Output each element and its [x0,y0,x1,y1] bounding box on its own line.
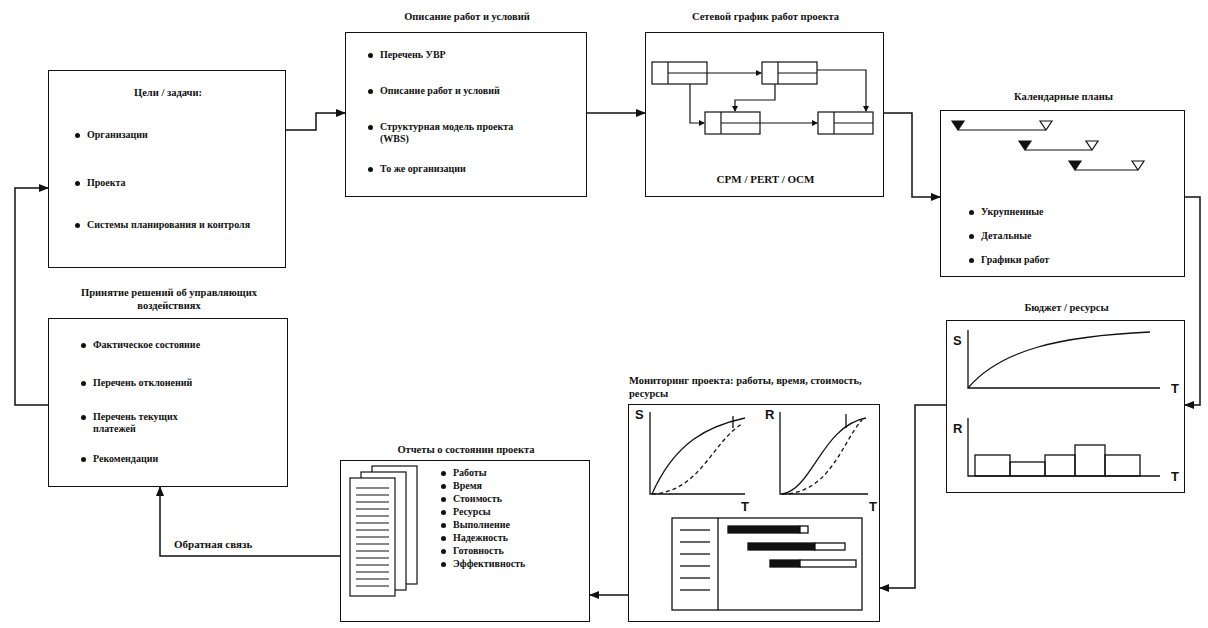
box-heading: Цели / задачи: [49,87,287,100]
edge-label: Обратная связь [172,538,254,551]
bullet-item: Время [439,480,584,492]
bullet-item: Ресурсы [439,506,584,518]
bullet-item: Рекомендации [79,453,269,465]
bullet-item: Детальные [967,230,1167,242]
bullet-item: Работы [439,467,584,479]
process-box: Сетевой график работ проектаCPM / PERT /… [645,32,884,197]
milestone-plan [952,121,1144,170]
bullet-item: Описание работ и условий [366,85,576,97]
bullet-item: Перечень УВР [366,49,576,61]
axis-label: R [953,421,962,437]
process-box: Описание работ и условийПеречень УВРОпис… [345,32,587,197]
bullet-item: Перечень текущих платежей [79,411,209,435]
flow-arrow [880,405,946,588]
bullet-item: Укрупненные [967,206,1167,218]
bullet-item: Готовность [439,545,584,557]
bullet-item: Эффективность [439,558,584,570]
process-box: Бюджет / ресурсыSTRT [946,320,1185,493]
process-box: Принятие решений об управляющих воздейст… [48,318,288,487]
monitoring-charts [650,412,868,610]
box-heading: Мониторинг проекта: работы, время, стоим… [629,375,881,400]
process-box: Цели / задачи: ОрганизацииПроектаСистемы … [48,70,286,268]
process-box: Отчеты о состоянии проектаРаботыВремяСто… [340,460,590,622]
flow-arrow [884,113,940,197]
axis-label: R [765,407,774,423]
document-stack [350,466,417,596]
bullet-item: Перечень отклонений [79,377,269,389]
flow-arrow [1185,197,1200,405]
process-box: Мониторинг проекта: работы, время, стоим… [628,404,880,622]
axis-label: S [953,333,962,349]
bullet-item: Организации [73,129,263,141]
bullet-item: Стоимость [439,493,584,505]
box-heading: Бюджет / ресурсы [947,302,1186,315]
budget-charts [968,330,1160,476]
bullet-item: Надежность [439,532,584,544]
axis-label: T [869,499,877,515]
bullet-item: Графики работ [967,254,1167,266]
box-caption: CPM / PERT / OCM [646,173,885,186]
network-graph [652,62,873,134]
axis-label: T [741,499,749,515]
flow-arrow [286,113,345,130]
axis-label: T [1171,469,1179,485]
bullet-item: То же организации [366,163,576,175]
flow-arrow [160,487,340,556]
bullet-item: Фактическое состояние [79,339,269,351]
box-heading: Принятие решений об управляющих воздейст… [49,287,289,312]
flow-arrow [15,188,48,405]
process-box: Календарные планыУкрупненныеДетальныеГра… [940,110,1185,277]
flow-arrow [587,112,645,114]
bullet-item: Выполнение [439,519,584,531]
bullet-item: Проекта [73,177,263,189]
bullet-item: Структурная модель проекта (WBS) [366,121,516,145]
axis-label: S [635,407,644,423]
axis-label: T [1171,381,1179,397]
box-heading: Отчеты о состоянии проекта [341,444,591,457]
flow-arrow [590,594,628,596]
box-heading: Календарные планы [941,91,1186,104]
box-heading: Описание работ и условий [346,11,588,24]
bullet-item: Системы планирования и контроля [73,219,263,231]
box-heading: Сетевой график работ проекта [646,11,885,24]
